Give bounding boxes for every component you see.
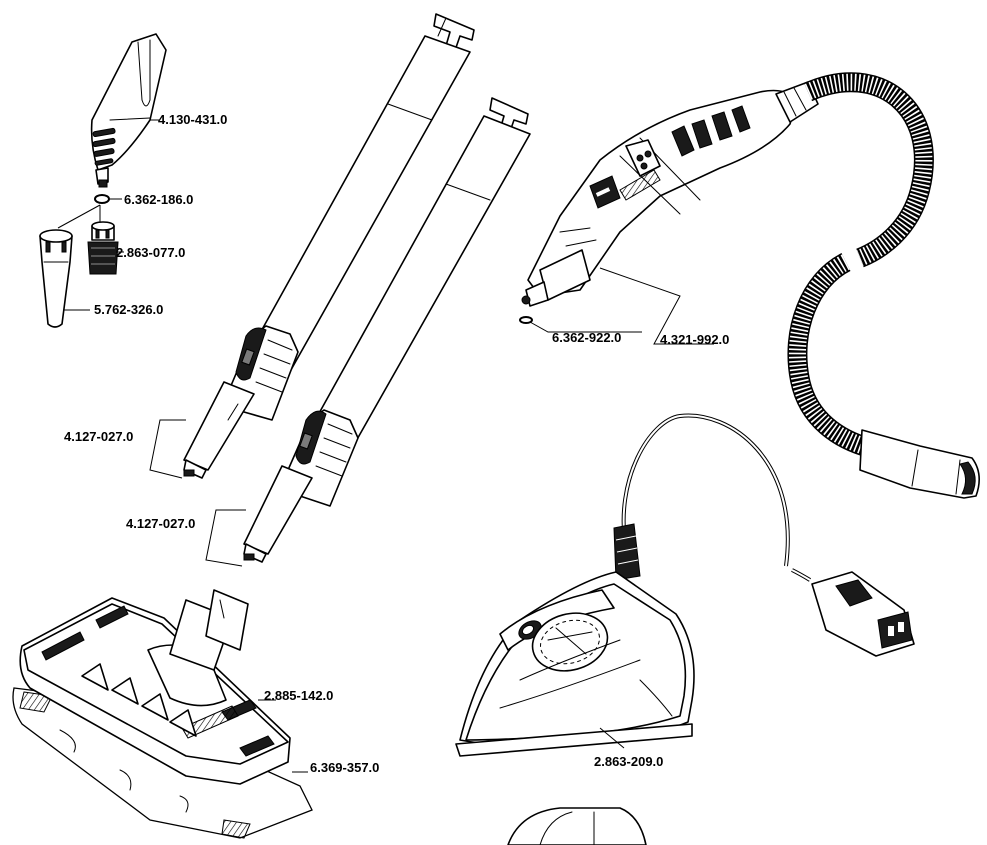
label-power-nozzle: 5.762-326.0 — [94, 302, 163, 317]
label-round-brush: 2.863-077.0 — [116, 245, 185, 260]
floor-tool-icon — [12, 589, 313, 839]
o-ring-gun-icon — [519, 316, 533, 324]
label-floor-tool: 2.885-142.0 — [264, 688, 333, 703]
label-o-ring-gun: 6.362-922.0 — [552, 330, 621, 345]
leader-o-ring-gun — [529, 321, 642, 333]
steam-hose-icon — [787, 72, 980, 499]
label-nozzle: 4.130-431.0 — [158, 112, 227, 127]
extension-tube-2-icon — [243, 97, 531, 563]
label-steam-iron: 2.863-209.0 — [594, 754, 663, 769]
steam-iron-icon — [455, 413, 812, 757]
power-nozzle-icon — [39, 229, 73, 328]
detail-nozzle — [90, 33, 167, 188]
extension-tube-1-icon — [183, 13, 475, 479]
leader-steam-gun-hose — [599, 267, 714, 345]
label-extension-tube-2: 4.127-027.0 — [126, 516, 195, 531]
round-brush-icon — [87, 221, 119, 275]
label-o-ring-small: 6.362-186.0 — [124, 192, 193, 207]
o-ring-small-icon — [94, 194, 110, 204]
label-floor-cloth: 6.369-357.0 — [310, 760, 379, 775]
connector-to-power-nozzle — [57, 204, 101, 229]
partial-device-outline — [507, 807, 647, 845]
leader-bracket-tube-1 — [149, 419, 186, 479]
steam-gun-icon — [521, 81, 819, 307]
iron-plug-icon — [811, 571, 915, 657]
label-extension-tube-1: 4.127-027.0 — [64, 429, 133, 444]
leader-steam-iron — [599, 727, 625, 749]
label-steam-gun-hose: 4.321-992.0 — [660, 332, 729, 347]
leader-bracket-tube-2 — [205, 509, 246, 567]
